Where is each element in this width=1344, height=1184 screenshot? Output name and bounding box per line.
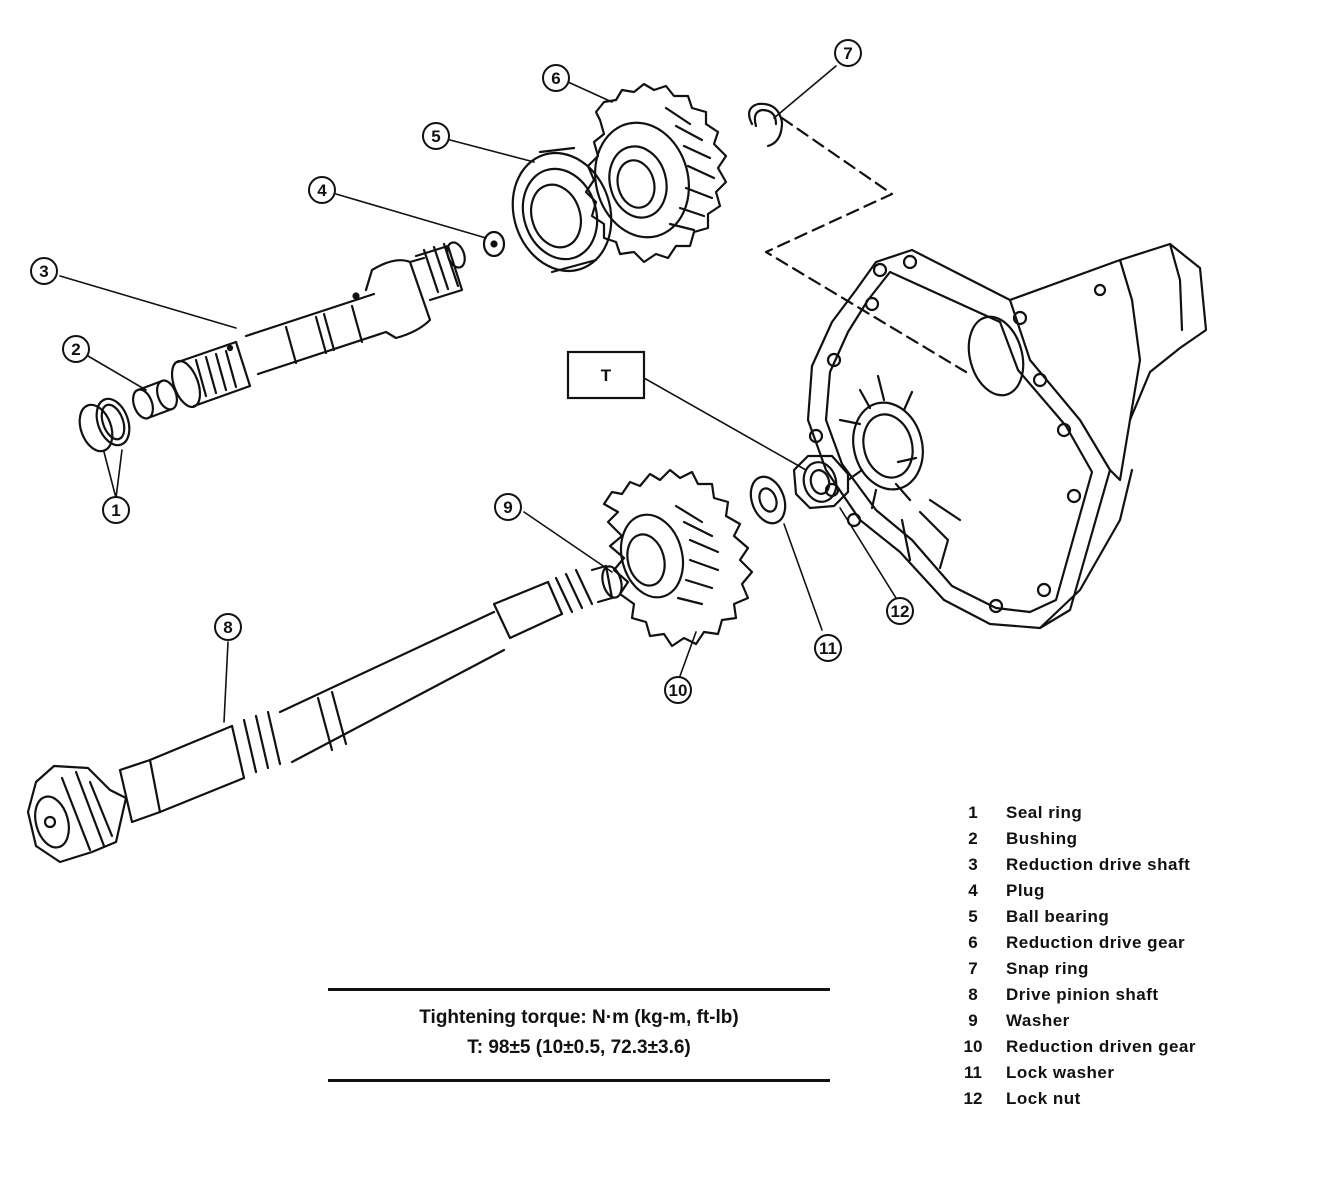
- legend-label: Snap ring: [1006, 959, 1089, 978]
- callout-6: 6: [542, 64, 570, 92]
- callout-3: 3: [30, 257, 58, 285]
- callout-number: 4: [317, 181, 327, 200]
- callout-circle: [102, 496, 130, 524]
- torque-value: T: 98±5 (10±0.5, 72.3±3.6): [467, 1037, 691, 1058]
- torque-marker-label: T: [601, 366, 612, 385]
- reduction-drive-gear-drawing: [584, 82, 728, 264]
- torque-marker: T: [566, 350, 646, 400]
- callout-number: 7: [843, 44, 852, 63]
- legend-number: 11: [964, 1063, 982, 1082]
- legend-number: 2: [968, 829, 978, 848]
- legend-item: 1 Seal ring: [948, 800, 1248, 826]
- callout-12: 12: [886, 597, 914, 625]
- callout-number: 1: [111, 501, 120, 520]
- legend-label: Plug: [1006, 881, 1045, 900]
- torque-heading: Tightening torque: N·m (kg-m, ft-lb): [419, 1007, 739, 1028]
- callout-circle: [542, 64, 570, 92]
- callout-2: 2: [62, 335, 90, 363]
- callout-circle: [422, 122, 450, 150]
- legend-item: 7 Snap ring: [948, 956, 1248, 982]
- ball-bearing-drawing: [511, 146, 613, 274]
- callout-circle: [214, 613, 242, 641]
- callout-circle: [308, 176, 336, 204]
- callout-8: 8: [214, 613, 242, 641]
- legend-number: 1: [968, 803, 978, 822]
- callout-7: 7: [834, 39, 862, 67]
- callout-number: 8: [223, 618, 232, 637]
- legend-number: 12: [963, 1089, 983, 1108]
- legend-label: Washer: [1006, 1011, 1070, 1030]
- reduction-drive-shaft-drawing: [170, 241, 466, 409]
- callout-number: 11: [819, 639, 837, 658]
- assembly-dashed-line: [764, 116, 968, 374]
- lock-nut-drawing: [792, 454, 850, 510]
- legend-number: 8: [968, 985, 978, 1004]
- callout-circle: [814, 634, 842, 662]
- callout-circle: [62, 335, 90, 363]
- legend-label: Seal ring: [1006, 803, 1083, 822]
- callout-10: 10: [664, 676, 692, 704]
- transmission-housing-drawing: [806, 242, 1208, 630]
- callout-number: 6: [551, 69, 560, 88]
- legend-label: Reduction drive shaft: [1006, 855, 1191, 874]
- legend-item: 4 Plug: [948, 878, 1248, 904]
- bottom-rule: [328, 1079, 830, 1082]
- legend-number: 6: [968, 933, 978, 952]
- parts-legend: 1 Seal ring 2 Bushing 3 Reduction drive sha…: [948, 800, 1248, 1112]
- legend-item: 6 Reduction drive gear: [948, 930, 1248, 956]
- legend-item: 10 Reduction driven gear: [948, 1034, 1248, 1060]
- legend-number: 4: [968, 881, 978, 900]
- callout-number: 5: [431, 127, 440, 146]
- legend-item: 3 Reduction drive shaft: [948, 852, 1248, 878]
- legend-item: 5 Ball bearing: [948, 904, 1248, 930]
- legend-item: 12 Lock nut: [948, 1086, 1248, 1112]
- legend-label: Drive pinion shaft: [1006, 985, 1159, 1004]
- legend-item: 8 Drive pinion shaft: [948, 982, 1248, 1008]
- callout-number: 9: [503, 498, 512, 517]
- snap-ring-drawing: [747, 102, 784, 148]
- legend-number: 7: [968, 959, 978, 978]
- legend-label: Reduction drive gear: [1006, 933, 1186, 952]
- legend-label: Ball bearing: [1006, 907, 1110, 926]
- callout-4: 4: [308, 176, 336, 204]
- leader-lines: [59, 65, 897, 723]
- legend-label: Lock nut: [1006, 1089, 1081, 1108]
- washer-drawing: [601, 565, 623, 599]
- seal-ring-drawing: [78, 397, 131, 453]
- callout-number: 3: [39, 262, 48, 281]
- top-rule: [328, 988, 830, 991]
- lock-washer-drawing: [749, 475, 787, 525]
- callout-number: 10: [669, 681, 688, 700]
- callout-number: 2: [71, 340, 80, 359]
- reduction-driven-gear-drawing: [602, 468, 754, 648]
- legend-item: 9 Washer: [948, 1008, 1248, 1034]
- callout-circle: [494, 493, 522, 521]
- legend-number: 5: [968, 907, 978, 926]
- callout-circle: [30, 257, 58, 285]
- legend-number: 3: [968, 855, 978, 874]
- legend-label: Bushing: [1006, 829, 1078, 848]
- callout-1: 1: [102, 496, 130, 524]
- callout-circle: [834, 39, 862, 67]
- callout-9: 9: [494, 493, 522, 521]
- torque-spec-panel: Tightening torque: N·m (kg-m, ft-lb) T: …: [328, 988, 830, 1082]
- legend-number: 9: [968, 1011, 978, 1030]
- callout-11: 11: [814, 634, 842, 662]
- legend-number: 10: [963, 1037, 983, 1056]
- legend-item: 2 Bushing: [948, 826, 1248, 852]
- legend-label: Reduction driven gear: [1006, 1037, 1196, 1056]
- plug-drawing: [482, 230, 506, 258]
- legend-item: 11 Lock washer: [948, 1060, 1248, 1086]
- callout-number: 12: [891, 602, 910, 621]
- drive-pinion-shaft-drawing: [26, 564, 614, 864]
- callout-circle: [886, 597, 914, 625]
- callout-circle: [664, 676, 692, 704]
- legend-label: Lock washer: [1006, 1063, 1115, 1082]
- callout-5: 5: [422, 122, 450, 150]
